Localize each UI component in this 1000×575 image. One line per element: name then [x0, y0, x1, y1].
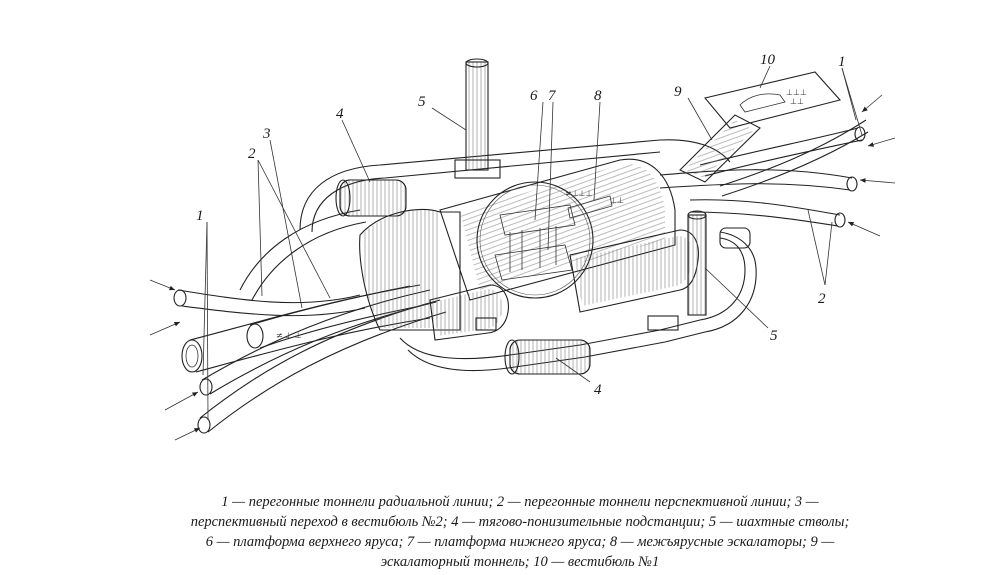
callout-10: 10 [760, 52, 776, 68]
callout-4-upper: 4 [336, 106, 344, 122]
callout-9: 9 [674, 84, 682, 100]
caption-line: 1 — перегонные тоннели радиальной линии;… [221, 494, 819, 510]
callout-7: 7 [548, 88, 557, 104]
figure-caption: 1 — перегонные тоннели радиальной линии;… [140, 492, 900, 572]
caption-line: эскалаторный тоннель; 10 — вестибюль №1 [380, 554, 660, 570]
lower-service-loop [399, 210, 769, 383]
svg-text:⊥⊥⊥: ⊥⊥⊥ [786, 88, 807, 97]
callout-3: 3 [262, 126, 271, 142]
callout-4-lower: 4 [594, 382, 602, 398]
callout-1-left: 1 [196, 208, 204, 224]
escalator-vestibule: ⊥⊥⊥ ⊥⊥ [679, 65, 842, 183]
callout-8: 8 [594, 88, 602, 104]
station-diagram: ≠ ⊥ ⊥ [149, 52, 896, 441]
callout-5-upper: 5 [418, 94, 426, 110]
callout-1-right: 1 [838, 54, 846, 70]
callout-labels: 1 1 2 2 3 4 4 5 5 6 7 8 9 10 [196, 52, 846, 398]
callout-5-lower: 5 [770, 328, 778, 344]
callout-2-left: 2 [248, 146, 256, 162]
svg-text:≠⊥⊥⊥: ≠⊥⊥⊥ [565, 189, 593, 198]
svg-text:≠ ⊥ ⊥: ≠ ⊥ ⊥ [276, 331, 302, 340]
svg-text:⊥⊥: ⊥⊥ [790, 97, 804, 106]
svg-text:⊥⊥: ⊥⊥ [610, 196, 624, 205]
caption-line: перспективный переход в вестибюль №2; 4 … [190, 514, 850, 530]
right-tunnels [659, 67, 896, 286]
caption-line: 6 — платформа верхнего яруса; 7 — платфо… [205, 534, 835, 550]
callout-6: 6 [530, 88, 538, 104]
callout-2-right: 2 [818, 291, 826, 307]
station-halls: ≠⊥⊥⊥ ⊥⊥ [359, 101, 699, 341]
